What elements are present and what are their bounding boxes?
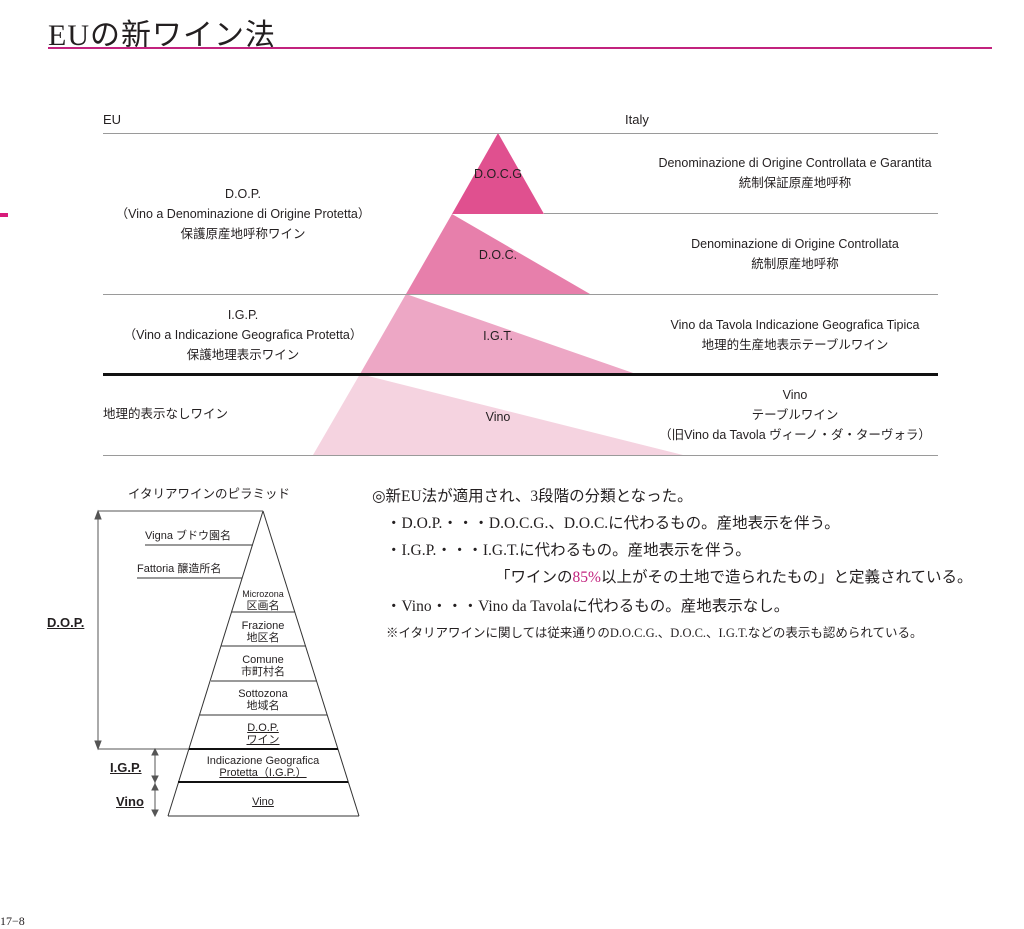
pyramid-label-doc: D.O.C. bbox=[478, 248, 518, 262]
level-sottozona: Sottozona 地域名 bbox=[238, 688, 288, 712]
level-dop-wine: D.O.P. ワイン bbox=[246, 722, 280, 746]
table-rule-bottom bbox=[103, 455, 938, 456]
footnote: ※イタリアワインに関しては従来通りのD.O.C.G.、D.O.C.、I.G.T.… bbox=[386, 626, 923, 640]
pyramid-band-igt bbox=[360, 294, 636, 374]
text-line-5: ・Vino・・・Vino da Tavolaに代わるもの。産地表示なし。 bbox=[386, 598, 790, 615]
level-vino: Vino bbox=[252, 796, 274, 808]
pyramid-band-doc bbox=[406, 214, 590, 294]
eu-igp-cell: I.G.P. （Vino a Indicazione Geografica Pr… bbox=[123, 308, 363, 362]
pyramid-band-vino bbox=[313, 374, 683, 455]
page-title: EUの新ワイン法 bbox=[48, 19, 276, 52]
level-fattoria: Fattoria 醸造所名 bbox=[137, 563, 222, 575]
table-rule-igt bbox=[103, 373, 938, 376]
pyramid-band-docg bbox=[452, 133, 544, 214]
pyramid-label-vino: Vino bbox=[485, 410, 511, 424]
margin-marker bbox=[0, 213, 8, 217]
text-line-3: ・I.G.P.・・・I.G.T.に代わるもの。産地表示を伴う。 bbox=[386, 542, 751, 559]
italy-doc-cell: Denominazione di Origine Controllata 統制原… bbox=[691, 237, 899, 271]
text-line-1: ◎新EU法が適用され、3段階の分類となった。 bbox=[372, 488, 693, 505]
level-comune: Comune 市町村名 bbox=[241, 654, 285, 678]
level-microzona: Microzona 区画名 bbox=[242, 589, 284, 612]
italy-igt-cell: Vino da Tavola Indicazione Geografica Ti… bbox=[670, 318, 920, 352]
title-underline bbox=[48, 47, 992, 49]
highlight-percentage: 85% bbox=[572, 569, 601, 586]
header-italy: Italy bbox=[625, 112, 649, 127]
eu-dop-cell: D.O.P. （Vino a Denominazione di Origine … bbox=[115, 187, 371, 241]
eu-vino-cell: 地理的表示なしワイン bbox=[103, 407, 229, 421]
page-number: 17−8 bbox=[0, 914, 25, 928]
header-eu: EU bbox=[103, 112, 122, 127]
side-label-dop: D.O.P. bbox=[47, 615, 85, 630]
table-rule-docg bbox=[544, 213, 938, 214]
text-line-2: ・D.O.P.・・・D.O.C.G.、D.O.C.に代わるもの。産地表示を伴う。 bbox=[386, 515, 840, 532]
pyramid-label-docg: D.O.C.G bbox=[474, 167, 522, 181]
side-label-igp: I.G.P. bbox=[110, 760, 142, 775]
level-frazione: Frazione 地区名 bbox=[241, 620, 285, 644]
small-pyramid-title: イタリアワインのピラミッド bbox=[128, 487, 291, 501]
text-line-4: 「ワインの85%以上がその土地で造られたもの」と定義されている。 bbox=[495, 569, 973, 586]
side-label-vino: Vino bbox=[116, 794, 144, 809]
italy-vino-cell: Vino テーブルワイン （旧Vino da Tavola ヴィーノ・ダ・ターヴ… bbox=[659, 388, 931, 442]
italy-docg-cell: Denominazione di Origine Controllata e G… bbox=[658, 156, 932, 190]
table-rule-doc bbox=[103, 294, 938, 295]
table-rule-top bbox=[103, 133, 938, 134]
level-igp: Indicazione Geografica Protetta（I.G.P.） bbox=[206, 755, 320, 779]
level-vigna: Vigna ブドウ園名 bbox=[145, 530, 231, 542]
pyramid-label-igt: I.G.T. bbox=[483, 329, 513, 343]
